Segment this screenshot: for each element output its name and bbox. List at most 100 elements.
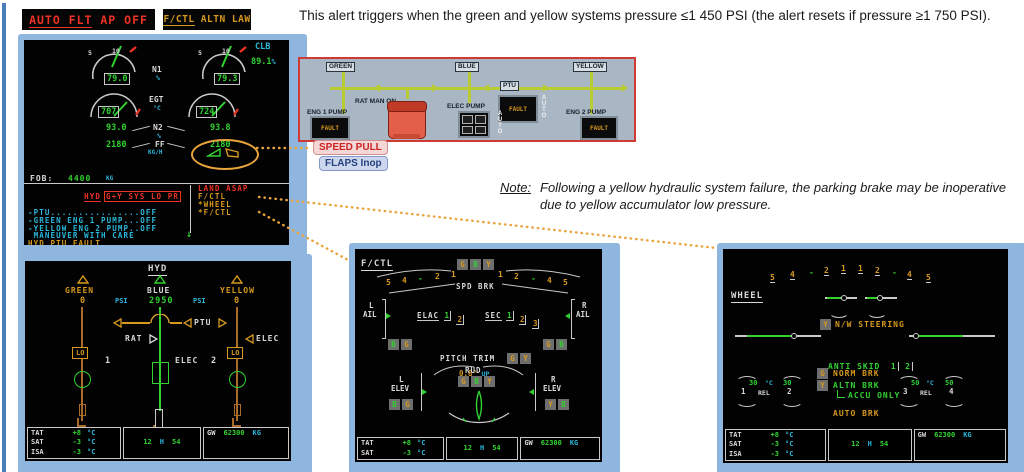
hyd-green-name: GREEN bbox=[65, 286, 95, 295]
rud-hyd-boxes: G B Y bbox=[458, 376, 495, 387]
hyd-b-box: B bbox=[556, 339, 567, 350]
panel-eng2-pump-label: ENG 2 PUMP bbox=[566, 109, 607, 116]
egt-right-value: 724 bbox=[196, 106, 218, 118]
egt-gauge-right bbox=[188, 93, 239, 118]
r-ail-label: AIL bbox=[576, 310, 590, 319]
hyd-yellow-name: YELLOW bbox=[220, 286, 255, 295]
wheel1-number: 1 bbox=[741, 387, 746, 396]
egt-left-value: 707 bbox=[98, 106, 120, 118]
wheel2-temp: 30 bbox=[783, 379, 792, 387]
wheel2-number: 2 bbox=[787, 387, 792, 396]
ewd-separator-line bbox=[24, 183, 289, 184]
ff-slash-right bbox=[167, 142, 185, 149]
flap-indicator-icon bbox=[206, 147, 239, 158]
r-elev-hyd-boxes: Y B bbox=[545, 399, 569, 410]
rel-label-left: REL bbox=[758, 389, 770, 397]
wheel-page-screen: 5 4 - 2 1 1 2 - 4 5 WHEEL Y N/W STEERING bbox=[723, 249, 1008, 463]
n1-right-value: 79.3 bbox=[214, 73, 241, 85]
panel-rat-riser bbox=[406, 90, 409, 99]
temps-cell: TAT+8°C SAT-3°C ISA-3°C bbox=[27, 426, 121, 459]
spoiler-4l: 4 bbox=[402, 276, 407, 285]
blue-system-line bbox=[159, 307, 161, 411]
l-elev-pointer bbox=[422, 389, 427, 395]
ewd-screen: CLB 89.1% 5 10 79.0 5 10 79.3 N1 % bbox=[24, 40, 289, 245]
blue-triangle-icon bbox=[154, 275, 166, 284]
wing-outline-curves bbox=[376, 269, 581, 294]
panel-yellow-riser bbox=[590, 71, 593, 114]
n1-left-tick10: 10 bbox=[112, 47, 120, 55]
psi-label-left: PSI bbox=[115, 297, 128, 305]
norm-brk-g-box: G bbox=[817, 368, 828, 379]
clb-label: CLB bbox=[255, 42, 271, 52]
rudder-bracket-curves bbox=[433, 365, 524, 376]
l-elev-hyd-boxes: B G bbox=[389, 399, 413, 410]
nose-gear-right-green bbox=[867, 297, 877, 299]
elec-triangle-icon bbox=[245, 334, 254, 344]
n1-left-value: 79.0 bbox=[104, 73, 131, 85]
sec-3: 3 bbox=[531, 319, 540, 329]
altn-brk-label: ALTN BRK bbox=[833, 381, 880, 390]
annotation-ellipse bbox=[191, 139, 259, 170]
elec-mid-label: ELEC bbox=[175, 356, 199, 365]
hyd-b-box: B bbox=[471, 376, 482, 387]
elac-1: 1 bbox=[443, 311, 452, 321]
arrow-right-icon bbox=[543, 84, 549, 92]
blue-elec-pump-symbol bbox=[152, 362, 169, 384]
arrow-left-icon bbox=[374, 84, 380, 92]
ptu-left-triangle-icon bbox=[113, 318, 122, 328]
r-ail-pointer bbox=[565, 313, 570, 319]
arrow-right-icon bbox=[622, 84, 628, 92]
memo-overflow-arrow: ↓ bbox=[186, 229, 193, 240]
green-triangle-icon bbox=[77, 275, 89, 284]
l-ail-scale bbox=[385, 299, 386, 339]
fctl-page-screen: F/CTL G B Y 5 4 - 2 1 1 2 - 4 5 bbox=[355, 249, 602, 462]
elec-pump-button bbox=[458, 111, 490, 138]
sec-group: SEC 1 2 3 bbox=[485, 305, 540, 329]
main-gear-right-circle bbox=[913, 333, 919, 339]
r-ail-scale bbox=[571, 299, 572, 339]
memo-line: -YELLOW ENG 2 PUMP..OFF bbox=[28, 223, 158, 233]
fctl-page-title: F/CTL bbox=[361, 259, 394, 271]
l-ail-tick bbox=[382, 338, 386, 339]
auto-brk-label: AUTO BRK bbox=[833, 409, 880, 418]
n2-left-value: 93.0 bbox=[106, 123, 127, 133]
r-ail-hyd-boxes: G B bbox=[543, 339, 567, 350]
ptu-mid-triangle-icon bbox=[183, 318, 192, 328]
hyd-blue-pressure: 2950 bbox=[149, 296, 174, 306]
norm-brk-label: NORM BRK bbox=[833, 369, 880, 378]
pitch-trim-hyd-boxes: G Y bbox=[507, 353, 531, 364]
warn-main-label: G+Y SYS LO PR bbox=[104, 190, 182, 202]
clb-value: 89.1% bbox=[251, 57, 276, 67]
n1-label: N1 bbox=[152, 65, 162, 74]
psi-label-right: PSI bbox=[193, 297, 206, 305]
nose-arc-left bbox=[829, 307, 849, 318]
spd-brk-label: SPD BRK bbox=[456, 282, 495, 291]
pitch-trim-label: PITCH TRIM bbox=[440, 354, 496, 363]
spoiler-4r: 4 bbox=[547, 276, 552, 285]
speed-pull-chip: SPEED PULL bbox=[313, 140, 388, 155]
spoiler-5l: 5 bbox=[386, 278, 391, 287]
accu-only-label: ACCU ONLY bbox=[848, 391, 901, 400]
panel-yellow-label: YELLOW bbox=[573, 62, 607, 72]
main-gear-right-green bbox=[915, 335, 963, 337]
ptu-line-right bbox=[170, 322, 182, 324]
pump2-number: 2 bbox=[211, 356, 217, 366]
hyd-y-box: Y bbox=[520, 353, 531, 364]
hyd-y-box: Y bbox=[545, 399, 556, 410]
fob-label: FOB: bbox=[30, 174, 54, 183]
temps-cell: TAT+8°C SAT-3°C bbox=[357, 437, 444, 460]
eng2-fault-button: FAULT bbox=[580, 116, 618, 140]
panel-rat-man-on-label: RAT MAN ON bbox=[355, 98, 397, 105]
hyd-yellow-pressure: 0 bbox=[234, 296, 240, 306]
alert-fctl-underlined: F/CTL bbox=[163, 14, 195, 26]
hyd-blue-name: BLUE bbox=[147, 286, 171, 295]
l-ail-tick bbox=[382, 299, 386, 300]
n2-unit: % bbox=[157, 132, 161, 140]
hyd-b-box: B bbox=[388, 339, 399, 350]
ewd-display-frame: CLB 89.1% 5 10 79.0 5 10 79.3 N1 % bbox=[18, 34, 307, 263]
main-gear-left-green bbox=[747, 335, 791, 337]
hyd-b-box: B bbox=[558, 399, 569, 410]
spoiler-5r: 5 bbox=[563, 278, 568, 287]
ptu-auto-label: AUTO bbox=[541, 95, 547, 119]
